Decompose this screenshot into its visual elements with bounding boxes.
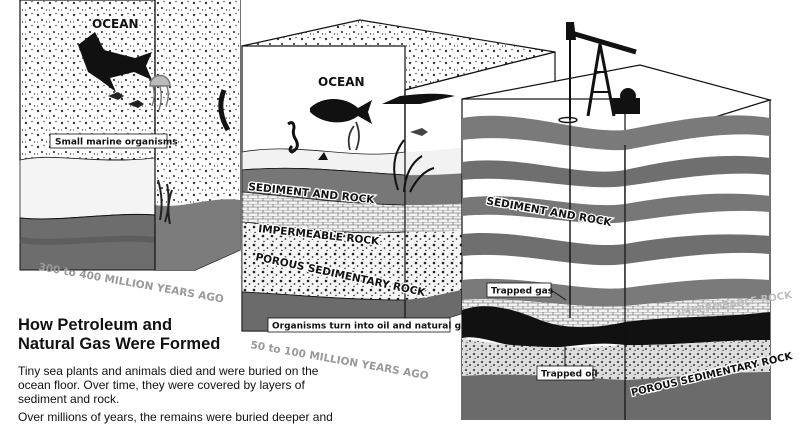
caption: How Petroleum and Natural Gas Were Forme…: [18, 316, 348, 424]
title-line-2: Natural Gas Were Formed: [18, 335, 221, 353]
caption-paragraph-1: Tiny sea plants and animals died and wer…: [18, 364, 319, 406]
block3-gas-label: Trapped gas: [491, 287, 553, 297]
block1-organisms-label: Small marine organisms: [55, 138, 178, 148]
oil-derrick-icon: [558, 22, 640, 124]
block1-ocean-label: OCEAN: [92, 17, 139, 31]
page-title: How Petroleum and Natural Gas Were Forme…: [18, 316, 348, 354]
jellyfish-icon: [149, 74, 171, 111]
fish-icon: [310, 99, 372, 124]
seahorse-icon: [287, 121, 299, 154]
block2-organisms-label: Organisms turn into oil and natural gas: [272, 322, 472, 332]
block2-ocean-label: OCEAN: [318, 75, 365, 89]
block-1: OCEAN Small marine organisms 300 to 400 …: [18, 0, 241, 306]
shark-icon: [78, 32, 152, 92]
caption-paragraph-2: Over millions of years, the remains were…: [18, 410, 333, 424]
block3-oil-label: Trapped oil: [541, 370, 598, 380]
title-line-1: How Petroleum and: [18, 316, 173, 334]
block-3: SEDIMENT AND ROCK Trapped gas Trapped oi…: [461, 22, 796, 420]
